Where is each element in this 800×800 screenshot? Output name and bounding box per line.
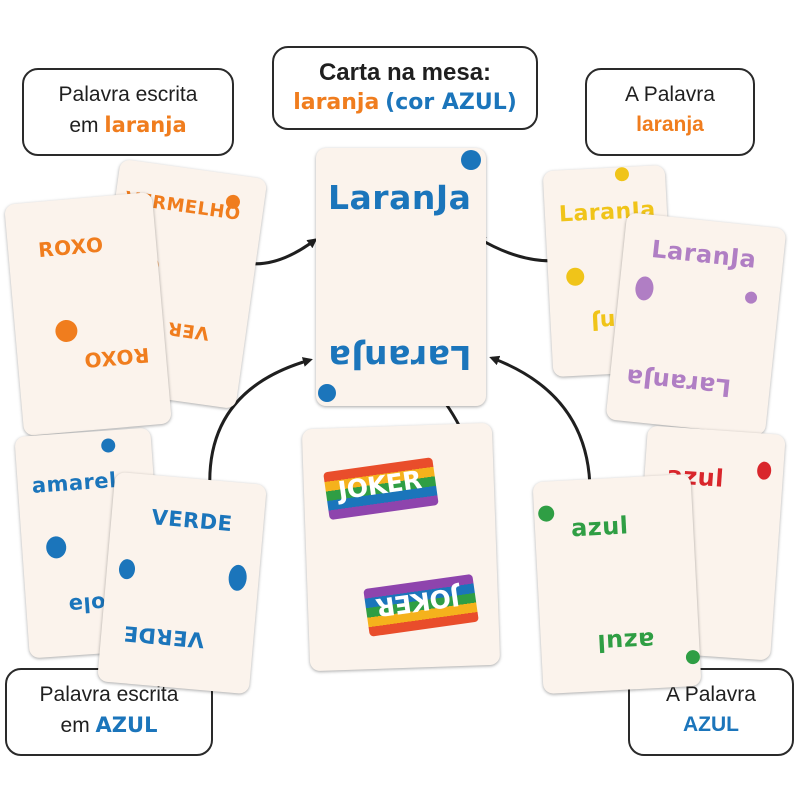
card-vermelho-word-flipped: VER [166, 317, 211, 344]
card-joker: JOKER JOKER [301, 422, 501, 672]
card-azul-green-word: azul [570, 511, 630, 543]
splat-icon [685, 649, 701, 665]
splat-icon [118, 558, 136, 580]
arrow-from-bottom-right [489, 355, 592, 493]
bottom-right-label: A Palavra AZUL [628, 668, 794, 756]
bottom-left-label: Palavra escrita em AZUL [5, 668, 213, 756]
splat-icon [634, 275, 655, 302]
splat-icon [54, 319, 79, 343]
table-card-word: LaranJa [328, 178, 472, 217]
splat-icon [318, 384, 336, 402]
bottom-left-label-word: AZUL [95, 713, 158, 737]
top-right-label-word: laranja [636, 113, 704, 136]
card-roxo-word: ROXO [37, 232, 105, 263]
table-card-word-flipped: LaranJa [328, 338, 472, 377]
card-azul-green: azul azul [532, 474, 702, 694]
splat-icon [565, 267, 585, 287]
card-verde-word: VERDE [150, 505, 234, 537]
bottom-left-label-line1: Palavra escrita [39, 683, 179, 706]
bottom-right-label-line1: A Palavra [666, 683, 756, 706]
center-label-word: laranja [293, 90, 380, 115]
bottom-right-label-word: AZUL [683, 713, 739, 736]
splat-icon [614, 166, 630, 182]
card-laranja-purple-word-flipped: LaranJa [624, 363, 733, 402]
center-label: Carta na mesa: laranja (cor AZUL) [272, 46, 538, 130]
card-amarelo-word-flipped: olə [67, 591, 107, 618]
top-left-label: Palavra escrita em laranja [22, 68, 234, 156]
card-azul-green-word-flipped: azul [596, 626, 656, 658]
card-verde-word-flipped: VERDE [122, 621, 206, 653]
card-laranja-purple: LaranJa LaranJa [605, 212, 787, 436]
arrow-from-bottom-left [208, 357, 313, 491]
splat-icon [756, 461, 772, 481]
top-left-label-word: laranja [104, 113, 187, 137]
top-left-label-line1: Palavra escrita [58, 83, 198, 106]
bottom-left-label-prefix: em [60, 714, 90, 737]
table-card: LaranJa LaranJa [316, 148, 486, 406]
center-label-paren: (cor AZUL) [385, 90, 517, 115]
splat-icon [45, 535, 67, 560]
card-roxo: ROXO ROXO [4, 191, 172, 437]
top-left-label-prefix: em [69, 114, 99, 137]
splat-icon [100, 438, 116, 453]
top-right-label: A Palavra laranja [585, 68, 755, 156]
card-laranja-purple-word: LaranJa [650, 235, 758, 274]
top-right-label-line1: A Palavra [625, 83, 715, 106]
splat-icon [744, 291, 758, 305]
splat-icon [461, 150, 481, 170]
card-verde: VERDE VERDE [97, 471, 267, 695]
card-roxo-word-flipped: ROXO [82, 342, 151, 373]
splat-icon [227, 564, 248, 592]
splat-icon [537, 505, 555, 523]
center-label-title: Carta na mesa: [318, 59, 492, 86]
